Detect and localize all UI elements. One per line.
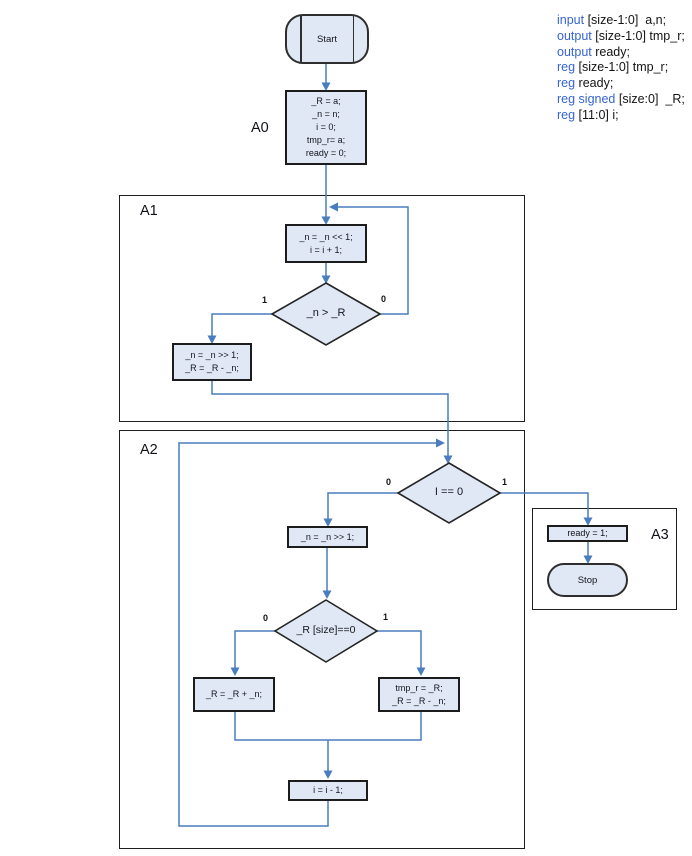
code-line: reg signed [size:0] _R; [557, 92, 685, 108]
start-terminator-right-chord [352, 15, 354, 63]
code-rest: [size-1:0] a,n; [584, 13, 667, 27]
code-rest: [size-1:0] tmp_r; [575, 60, 669, 75]
arrowhead-into-restore [230, 667, 240, 676]
branch-label-Rsign-true: 1 [383, 612, 389, 622]
process-halve: _n = _n >> 1; [287, 526, 368, 548]
arrowhead-start-to-init [321, 82, 331, 91]
code-line: output [size-1:0] tmp_r; [557, 29, 685, 45]
arrowhead-into-halve [323, 518, 333, 527]
section-a3-label: A3 [651, 527, 669, 543]
arrowhead-into-store [416, 667, 426, 676]
process-shift-left: _n = _n << 1; i = i + 1; [285, 224, 367, 263]
arrowhead-loop-into-ieq0-spine [436, 438, 445, 448]
code-keyword: reg signed [557, 91, 616, 106]
code-keyword: reg [557, 60, 576, 75]
arrowhead-into-ready [583, 517, 593, 526]
arrowhead-into-ieq0 [443, 455, 453, 464]
process-halve-sub-text: _n = _n >> 1; _R = _R - _n; [185, 350, 239, 373]
decision-R-sign-text: _R [size]==0 [296, 624, 356, 636]
arrowhead-into-Rsign [322, 590, 332, 599]
section-a0-label: A0 [251, 120, 269, 136]
process-restore-text: _R = _R + _n; [205, 689, 263, 699]
section-a1-label: A1 [140, 203, 158, 219]
arrowhead-loop-into-spine [329, 202, 338, 212]
code-line: reg [11:0] i; [557, 108, 685, 124]
decision-i-eq-0-text: I == 0 [434, 486, 464, 498]
connector-halvesub-to-ieq0 [211, 381, 449, 460]
decision-i-eq-0-shape [396, 462, 502, 524]
code-keyword: output [557, 44, 592, 59]
code-rest: [size:0] _R; [615, 91, 685, 106]
process-decrement: i = i - 1; [288, 780, 368, 801]
start-label: Start [316, 33, 338, 45]
code-rest: [size-1:0] tmp_r; [591, 28, 685, 43]
stop-terminator: Stop [547, 563, 628, 597]
code-line: input [size-1:0] a,n; [557, 13, 685, 29]
arrowhead-into-decr [323, 770, 333, 779]
code-rest: ready; [575, 76, 614, 91]
branch-label-Rsign-false: 0 [263, 613, 269, 623]
connector-ngtR-true-to-halvesub [211, 313, 273, 340]
code-keyword: reg [557, 107, 576, 122]
process-init: _R = a; _n = n; i = 0; tmp_r= a; ready =… [285, 90, 367, 165]
connector-Rsign-false-to-restore [234, 630, 275, 672]
connector-ieq0-false-to-halve [327, 492, 398, 523]
section-a1: A1 [119, 195, 525, 422]
code-rest: [11:0] i; [575, 107, 619, 122]
arrowhead-into-halvesub [207, 335, 217, 344]
decision-R-sign-shape [273, 599, 379, 663]
process-store: tmp_r = _R; _R = _R - _n; [378, 677, 460, 712]
arrowhead-into-ngtR [321, 275, 331, 284]
process-shift-left-text: _n = _n << 1; i = i + 1; [299, 231, 353, 255]
connector-ieq0-true-to-ready [500, 492, 589, 522]
connector-branch-merge [234, 712, 422, 741]
section-a3: A3 [532, 508, 677, 610]
connector-decr-loop-to-ieq0 [178, 442, 441, 827]
branch-label-ieq0-true: 1 [502, 477, 508, 487]
branch-label-ngtR-false: 0 [381, 294, 387, 304]
code-keyword: input [557, 13, 585, 27]
code-rest: ready; [591, 44, 630, 59]
decision-n-gt-R-text: _n > _R [306, 307, 346, 319]
code-line: reg [size-1:0] tmp_r; [557, 60, 685, 76]
verilog-declarations: input [size-1:0] a,n; output [size-1:0] … [557, 13, 685, 124]
section-a2-label: A2 [140, 442, 158, 458]
start-terminator-left-chord [300, 15, 302, 63]
connector-ngtR-false-loop [331, 206, 409, 315]
process-init-text: _R = a; _n = n; i = 0; tmp_r= a; ready =… [305, 96, 347, 158]
process-set-ready: ready = 1; [547, 525, 628, 542]
arrowhead-init-to-shiftleft [321, 216, 331, 225]
connector-Rsign-true-to-store [377, 630, 422, 672]
process-restore: _R = _R + _n; [193, 677, 275, 712]
process-halve-sub: _n = _n >> 1; _R = _R - _n; [172, 343, 252, 381]
section-a2: A2 [119, 430, 525, 849]
process-store-text: tmp_r = _R; _R = _R - _n; [392, 682, 446, 706]
code-keyword: reg [557, 76, 576, 91]
arrowhead-into-stop [583, 555, 593, 564]
code-keyword: output [557, 28, 592, 43]
stop-label: Stop [577, 574, 598, 586]
process-halve-text: _n = _n >> 1; [300, 531, 355, 542]
process-decrement-text: i = i - 1; [313, 785, 343, 795]
decision-n-gt-R-shape [270, 282, 382, 346]
branch-label-ieq0-false: 0 [386, 477, 392, 487]
start-terminator: Start [285, 14, 369, 64]
process-set-ready-text: ready = 1; [567, 528, 608, 538]
code-line: reg ready; [557, 76, 685, 92]
branch-label-ngtR-true: 1 [262, 295, 268, 305]
code-line: output ready; [557, 45, 685, 61]
